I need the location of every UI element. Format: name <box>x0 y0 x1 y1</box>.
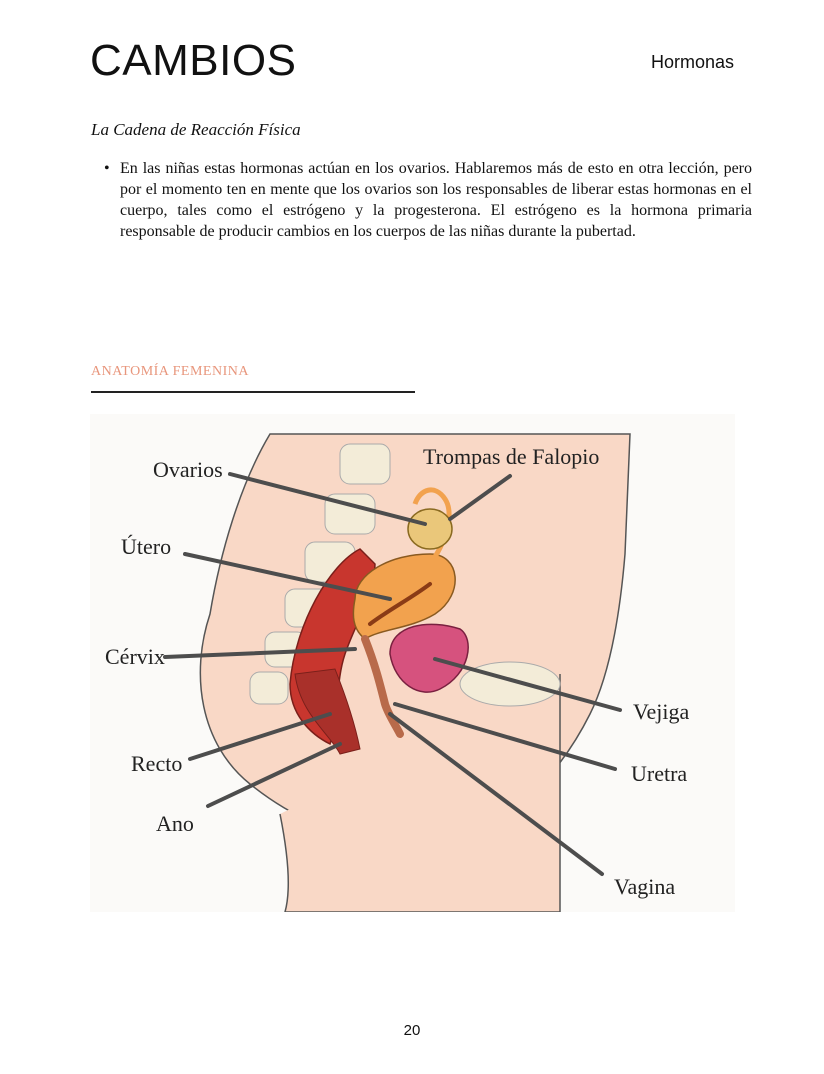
figure-section-label: ANATOMÍA FEMENINA <box>91 364 249 380</box>
label-cervix: Cérvix <box>105 644 165 669</box>
label-utero: Útero <box>121 534 171 559</box>
label-trompas: Trompas de Falopio <box>423 444 599 469</box>
page-number: 20 <box>0 1022 824 1039</box>
female-anatomy-illustration: Ovarios Trompas de Falopio Útero Cérvix … <box>90 414 735 912</box>
ovary <box>408 509 452 549</box>
label-uretra: Uretra <box>631 761 687 786</box>
label-vagina: Vagina <box>614 874 675 899</box>
label-ano: Ano <box>156 811 194 836</box>
page-title: CAMBIOS <box>90 36 296 86</box>
section-header: Hormonas <box>651 52 734 73</box>
section-divider <box>91 391 415 393</box>
label-ovarios: Ovarios <box>153 457 223 482</box>
label-vejiga: Vejiga <box>633 699 689 724</box>
label-recto: Recto <box>131 751 182 776</box>
subsection-title: La Cadena de Reacción Física <box>91 120 301 140</box>
bullet-paragraph: • En las niñas estas hormonas actúan en … <box>104 158 752 242</box>
bullet-marker: • <box>104 158 110 179</box>
paragraph-text: En las niñas estas hormonas actúan en lo… <box>120 160 752 240</box>
